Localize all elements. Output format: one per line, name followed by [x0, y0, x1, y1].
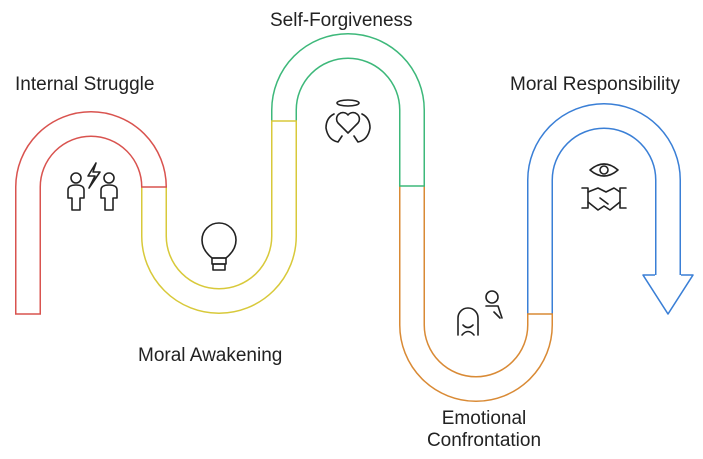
winged-heart-icon	[325, 99, 371, 143]
segment-moral-awakening-inner	[142, 121, 296, 313]
arrow-head-icon	[642, 274, 694, 315]
label-emotional-confrontation: Emotional Confrontation	[416, 408, 552, 452]
label-emotional-line1: Emotional	[441, 408, 527, 429]
lightbulb-icon	[201, 222, 237, 271]
eye-handshake-icon	[581, 163, 627, 211]
label-moral-awakening: Moral Awakening	[138, 345, 283, 366]
label-emotional-line2: Confrontation	[426, 430, 542, 451]
segment-internal-struggle-inner	[16, 112, 166, 315]
face-to-face-icon	[457, 290, 503, 336]
segment-moral-responsibility-inner	[528, 104, 680, 314]
segment-emotional-confrontation-inner	[400, 186, 552, 401]
label-internal-struggle: Internal Struggle	[15, 74, 155, 95]
conflict-people-icon	[67, 162, 118, 211]
segment-self-forgiveness-inner	[272, 34, 424, 186]
label-self-forgiveness: Self-Forgiveness	[270, 10, 413, 31]
label-moral-responsibility: Moral Responsibility	[510, 74, 681, 95]
